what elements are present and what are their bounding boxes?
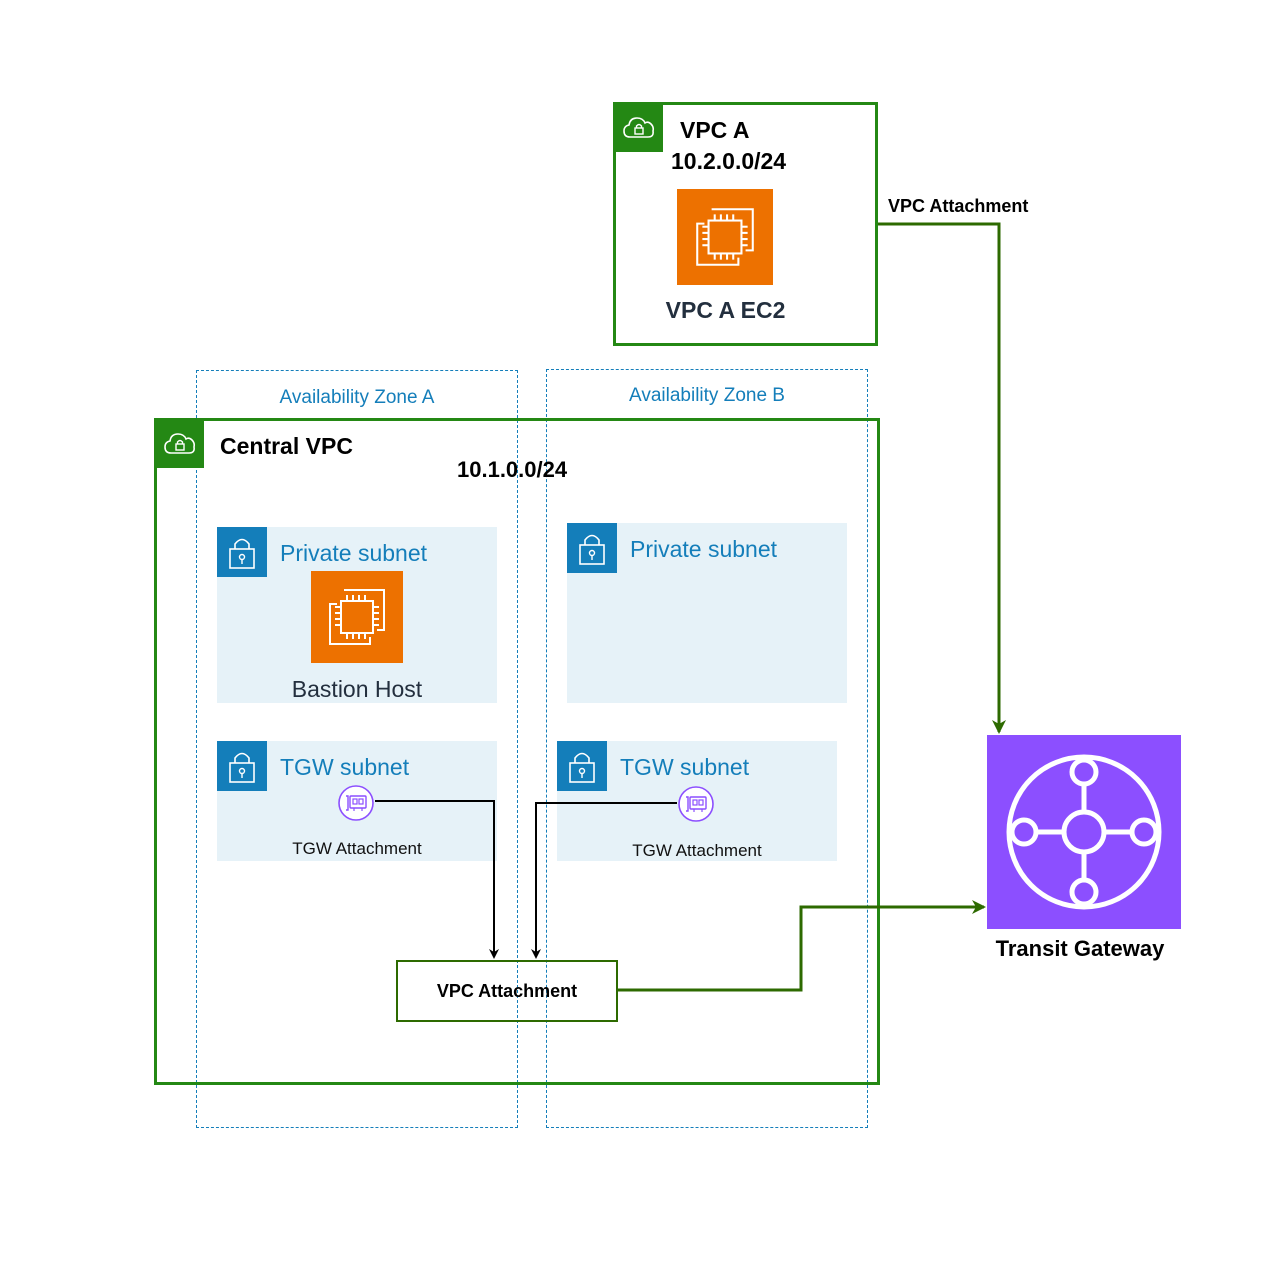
availability-zone-b-label: Availability Zone B bbox=[629, 385, 785, 406]
cloud-lock-icon bbox=[623, 117, 655, 138]
lock-icon bbox=[569, 752, 595, 783]
central-vpc-attachment-label: VPC Attachment bbox=[436, 981, 578, 1001]
network-interface-icon bbox=[678, 786, 714, 822]
central-vpc-title: Central VPC bbox=[220, 433, 353, 459]
central-vpc-cidr: 10.1.0.0/24 bbox=[457, 457, 568, 482]
vpc-a-ec2[interactable] bbox=[677, 189, 773, 285]
availability-zone-b bbox=[546, 369, 868, 1128]
tgw-subnet-a-label: TGW subnet bbox=[280, 754, 410, 780]
lock-icon bbox=[229, 538, 255, 569]
cloud-lock-icon bbox=[164, 433, 196, 454]
vpc-a-title: VPC A bbox=[680, 117, 750, 143]
vpc-a-ec2-label: VPC A EC2 bbox=[665, 297, 786, 323]
subnet-lock-badge bbox=[217, 741, 267, 791]
ec2-instance-icon bbox=[696, 208, 754, 266]
tgw-attachment-b-label: TGW Attachment bbox=[632, 841, 762, 860]
subnet-lock-badge bbox=[217, 527, 267, 577]
subnet-lock-badge bbox=[567, 523, 617, 573]
lock-icon bbox=[229, 752, 255, 783]
network-interface-icon bbox=[338, 785, 374, 821]
tgw-subnet-b-label: TGW subnet bbox=[620, 754, 750, 780]
vpc-cloud-badge bbox=[156, 420, 204, 468]
tgw-attachment-a-node[interactable] bbox=[337, 784, 375, 822]
private-subnet-b-label: Private subnet bbox=[630, 536, 778, 562]
transit-gateway-node[interactable] bbox=[987, 735, 1181, 929]
tgw-attachment-a-label: TGW Attachment bbox=[292, 839, 422, 858]
vpc-a-attachment-label: VPC Attachment bbox=[888, 196, 1029, 216]
availability-zone-a bbox=[196, 370, 518, 1128]
central-vpc-attachment-box[interactable] bbox=[396, 960, 618, 1022]
vpc-a-to-tgw-connector bbox=[878, 222, 1006, 734]
subnet-lock-badge bbox=[557, 741, 607, 791]
private-subnet-a-label: Private subnet bbox=[280, 540, 428, 566]
vpc-cloud-badge bbox=[615, 104, 663, 152]
transit-gateway-label: Transit Gateway bbox=[995, 936, 1165, 961]
central-vpc-group[interactable] bbox=[154, 418, 880, 1085]
bastion-host-label: Bastion Host bbox=[291, 676, 423, 702]
ec2-instance-icon bbox=[329, 589, 385, 645]
lock-icon bbox=[579, 534, 605, 565]
vpc-a-cidr: 10.2.0.0/24 bbox=[671, 148, 787, 174]
bastion-host-ec2[interactable] bbox=[311, 571, 403, 663]
transit-gateway-icon bbox=[1006, 754, 1162, 910]
tgw-attachment-b-node[interactable] bbox=[677, 785, 715, 823]
availability-zone-a-label: Availability Zone A bbox=[279, 387, 435, 408]
